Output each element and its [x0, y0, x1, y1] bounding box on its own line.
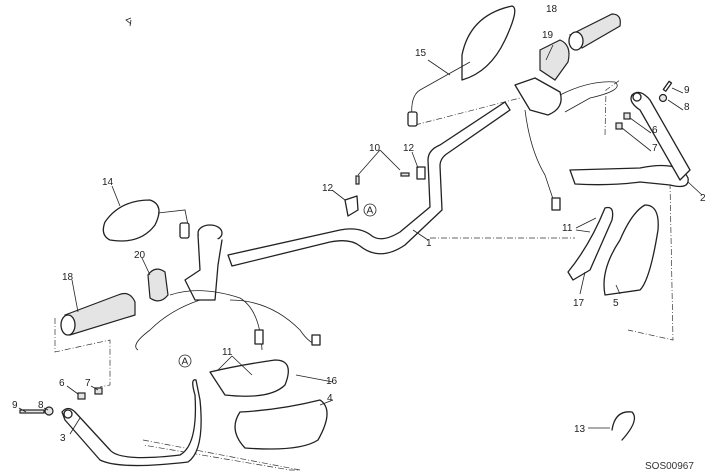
right-mirror — [407, 5, 516, 127]
callout-15: 15 — [415, 48, 427, 59]
left-master-cylinder — [135, 224, 223, 351]
callout-11-right: 11 — [562, 223, 573, 234]
wiring — [169, 290, 321, 351]
callout-7-left: 7 — [85, 378, 91, 389]
diagram-code: SOS00967 — [645, 461, 694, 472]
callout-9-right: 9 — [684, 85, 690, 96]
left-indicator — [209, 359, 289, 397]
right-hand-guard — [569, 80, 691, 188]
callout-13: 13 — [574, 424, 586, 435]
alignment-lines — [54, 79, 674, 471]
callout-11-left: 11 — [222, 347, 233, 358]
callout-8-right: 8 — [684, 102, 690, 113]
callout-18-left: 18 — [62, 272, 74, 283]
ref-marker-a-circle — [363, 203, 377, 217]
callout-20: 20 — [134, 250, 146, 261]
callout-12-upper: 12 — [403, 143, 415, 154]
ref-marker-a-left: A — [182, 357, 189, 368]
callout-14: 14 — [102, 177, 114, 188]
ref-marker-a: A — [367, 206, 374, 217]
callout-6-right: 6 — [652, 125, 658, 136]
callout-7-right: 7 — [652, 143, 658, 154]
left-guard-cover — [234, 399, 328, 450]
handlebar — [227, 101, 511, 267]
callout-18-right: 18 — [546, 4, 558, 15]
ref-marker-a-circle-left — [178, 354, 192, 368]
callout-6-left: 6 — [59, 378, 65, 389]
callout-5: 5 — [613, 298, 619, 309]
left-mirror — [102, 199, 190, 242]
left-switch — [147, 268, 169, 302]
right-grip — [568, 13, 621, 51]
callout-4: 4 — [327, 393, 333, 404]
callout-3: 3 — [60, 433, 66, 444]
callout-2: 2 — [700, 193, 706, 204]
callout-10: 10 — [369, 143, 381, 154]
callout-8-left: 8 — [38, 400, 44, 411]
callout-1: 1 — [426, 238, 432, 249]
clamp-lower — [344, 195, 359, 217]
clamp-upper — [416, 166, 426, 180]
clip — [611, 411, 636, 441]
callout-12-lower: 12 — [322, 183, 334, 194]
left-grip — [60, 292, 136, 336]
callout-17: 17 — [573, 298, 585, 309]
right-indicator — [567, 206, 614, 281]
leader-lines — [18, 17, 703, 435]
right-switch — [539, 39, 570, 81]
callout-9-left: 9 — [12, 400, 18, 411]
screw-10-a — [355, 175, 360, 185]
screw-10-b — [400, 172, 410, 177]
callout-19: 19 — [542, 30, 554, 41]
callout-16: 16 — [326, 376, 338, 387]
right-guard-cover — [603, 204, 659, 296]
right-brake-lever — [514, 77, 618, 211]
left-hand-guard — [19, 379, 202, 467]
